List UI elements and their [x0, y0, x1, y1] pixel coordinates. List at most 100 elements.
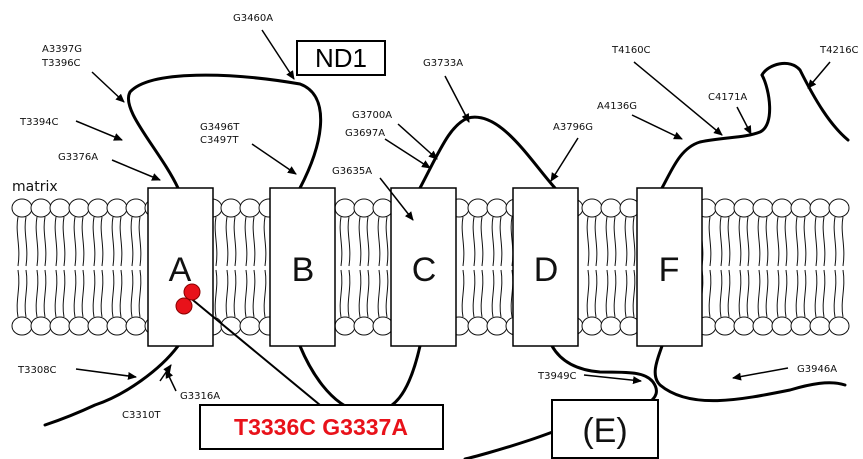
- mutation-label: C3497T: [200, 135, 239, 146]
- lipid-tail: [35, 216, 47, 267]
- lipid-tail: [73, 216, 85, 267]
- lipid-head: [372, 198, 394, 218]
- helix-c: C: [390, 187, 457, 347]
- lipid-tail: [130, 269, 142, 318]
- matrix-label: matrix: [12, 179, 58, 195]
- lipid-tail: [54, 216, 66, 267]
- helix-label-f: F: [659, 251, 680, 289]
- lipid-tail: [73, 269, 85, 318]
- lipid-head: [372, 316, 394, 336]
- lipid-tail: [605, 269, 617, 318]
- arrow-g3316a: [165, 369, 177, 392]
- lipid-tail: [814, 269, 826, 318]
- lipid-head: [790, 316, 812, 336]
- mutation-label: G3946A: [797, 364, 837, 375]
- lipid-tail: [719, 269, 731, 318]
- lipid-tail: [833, 269, 845, 318]
- lipid-head: [334, 198, 356, 218]
- lipid-head: [752, 316, 774, 336]
- lipid-tail: [35, 269, 47, 318]
- lipid-tail: [111, 216, 123, 267]
- lipid-tail: [795, 216, 807, 267]
- mutation-label: T3949C: [537, 371, 577, 382]
- lipid-tail: [339, 216, 351, 267]
- mutation-label: G3700A: [352, 110, 392, 121]
- lipid-tail: [833, 216, 845, 267]
- arrow-g3496t: [251, 143, 297, 175]
- lipid-head: [714, 198, 736, 218]
- mutation-label: T4160C: [611, 45, 651, 56]
- lipid-head: [733, 316, 755, 336]
- lipid-head: [87, 316, 109, 336]
- lipid-head: [106, 198, 128, 218]
- lipid-head: [828, 316, 850, 336]
- lipid-tail: [472, 216, 484, 267]
- arrow-g3697a: [384, 138, 431, 169]
- highlight-mutation-label: T3336C G3337A: [234, 414, 408, 440]
- arrow-t3949c: [583, 374, 642, 385]
- lipid-tail: [92, 269, 104, 318]
- arrow-t3308c: [75, 368, 137, 380]
- arrow-c3310t: [159, 364, 172, 382]
- lipid-head: [581, 316, 603, 336]
- mutation-label: G3460A: [233, 13, 273, 24]
- loop-e-box: (E): [551, 399, 659, 459]
- lipid-head: [790, 198, 812, 218]
- mutation-label: C4171A: [708, 92, 747, 103]
- lipid-head: [486, 316, 508, 336]
- highlight-mutation: T3336C G3337A: [175, 283, 444, 450]
- lipid-head: [714, 316, 736, 336]
- lipid-tail: [54, 269, 66, 318]
- arrow-t4216c: [807, 61, 831, 89]
- mutation-label: G3635A: [332, 166, 372, 177]
- lipid-tail: [244, 269, 256, 318]
- lipid-head: [220, 198, 242, 218]
- mutation-label: G3697A: [345, 128, 385, 139]
- mutation-label: T3396C: [41, 58, 81, 69]
- helix-d: D: [512, 187, 579, 347]
- lipid-head: [68, 316, 90, 336]
- lipid-head: [733, 198, 755, 218]
- helix-f: F: [636, 187, 703, 347]
- lipid-head: [828, 198, 850, 218]
- arrow-c4171a: [736, 106, 752, 135]
- mutation-label: T3394C: [19, 117, 59, 128]
- lipid-head: [771, 198, 793, 218]
- lipid-head: [600, 198, 622, 218]
- lipid-tail: [130, 216, 142, 267]
- lipid-tail: [225, 216, 237, 267]
- arrow-g3700a: [397, 123, 438, 160]
- lipid-head: [239, 198, 261, 218]
- lipid-tail: [358, 269, 370, 318]
- lipid-head: [809, 316, 831, 336]
- arrow-g3460a: [261, 29, 295, 80]
- arrow-a3397g: [91, 71, 125, 103]
- lipid-tail: [377, 269, 389, 318]
- lipid-tail: [244, 216, 256, 267]
- helix-b: B: [269, 187, 336, 347]
- mutation-dot-upper: [183, 283, 201, 301]
- lipid-head: [11, 198, 33, 218]
- lipid-tail: [624, 216, 636, 267]
- lipid-tail: [586, 269, 598, 318]
- mutation-dot-lower: [175, 297, 193, 315]
- lipid-head: [11, 316, 33, 336]
- arrow-g3733a: [444, 75, 470, 123]
- lipid-head: [239, 316, 261, 336]
- lipid-head: [49, 198, 71, 218]
- helix-label-a: A: [169, 251, 192, 289]
- lipid-head: [486, 198, 508, 218]
- mutation-label: T3308C: [17, 365, 57, 376]
- arrow-g3946a: [732, 367, 789, 381]
- lipid-tail: [605, 216, 617, 267]
- lipid-tail: [738, 216, 750, 267]
- lipid-tail: [16, 216, 28, 267]
- lipid-head: [334, 316, 356, 336]
- mutation-label: G3496T: [200, 122, 240, 133]
- helix-label-d: D: [534, 251, 559, 289]
- loop-e-f: [653, 344, 847, 403]
- lipid-head: [600, 316, 622, 336]
- lipid-tail: [491, 269, 503, 318]
- lipid-head: [68, 198, 90, 218]
- helix-label-b: B: [292, 251, 315, 289]
